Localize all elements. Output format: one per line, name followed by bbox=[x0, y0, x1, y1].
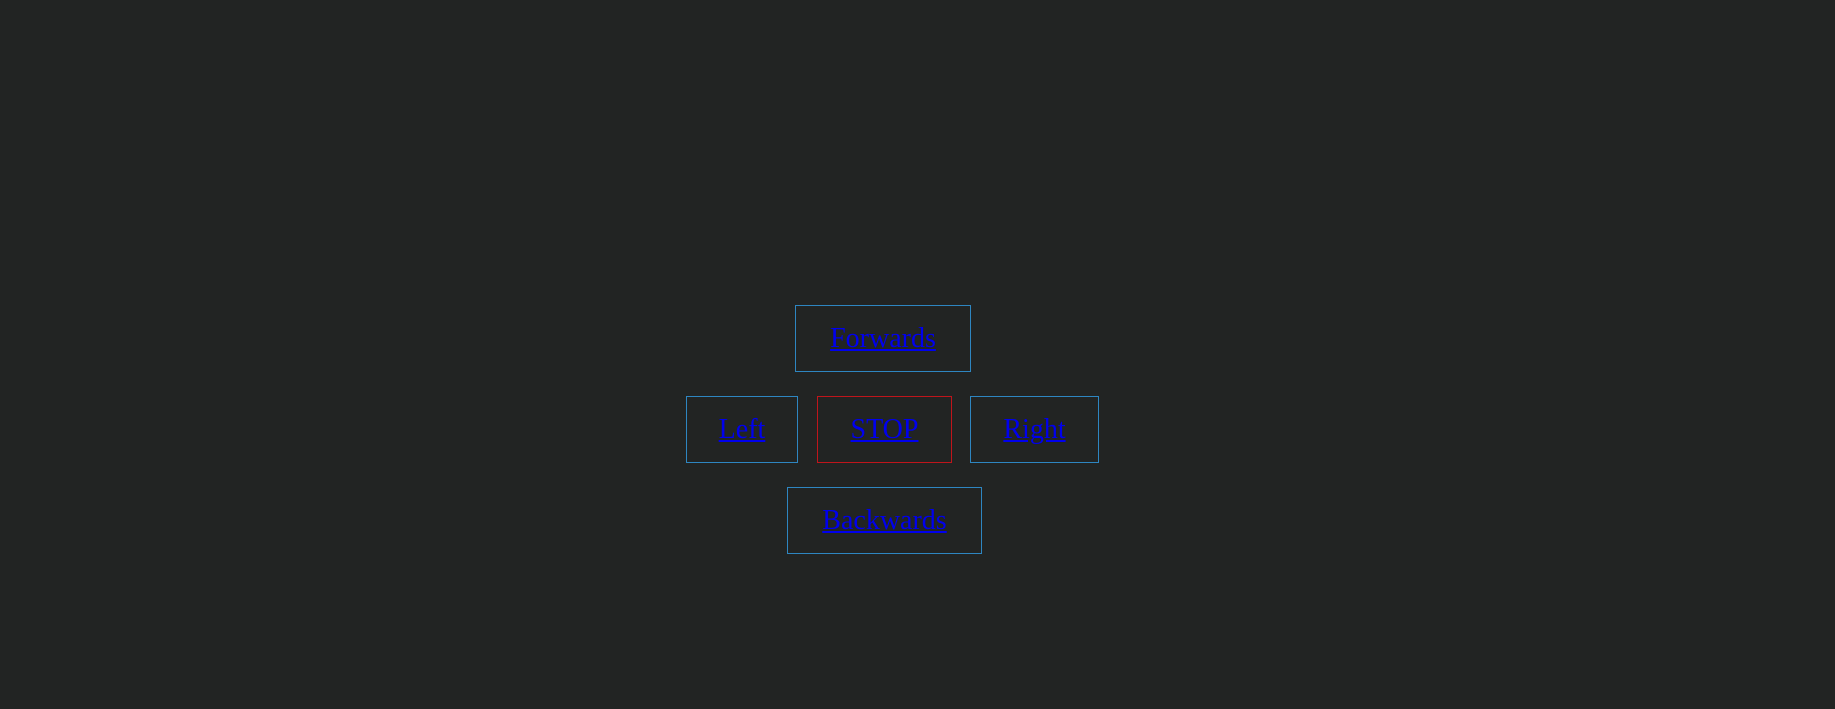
backwards-button[interactable]: Backwards bbox=[787, 487, 982, 554]
left-button[interactable]: Left bbox=[686, 396, 798, 463]
stop-button[interactable]: STOP bbox=[817, 396, 952, 463]
forwards-button[interactable]: Forwards bbox=[795, 305, 971, 372]
right-button[interactable]: Right bbox=[970, 396, 1099, 463]
